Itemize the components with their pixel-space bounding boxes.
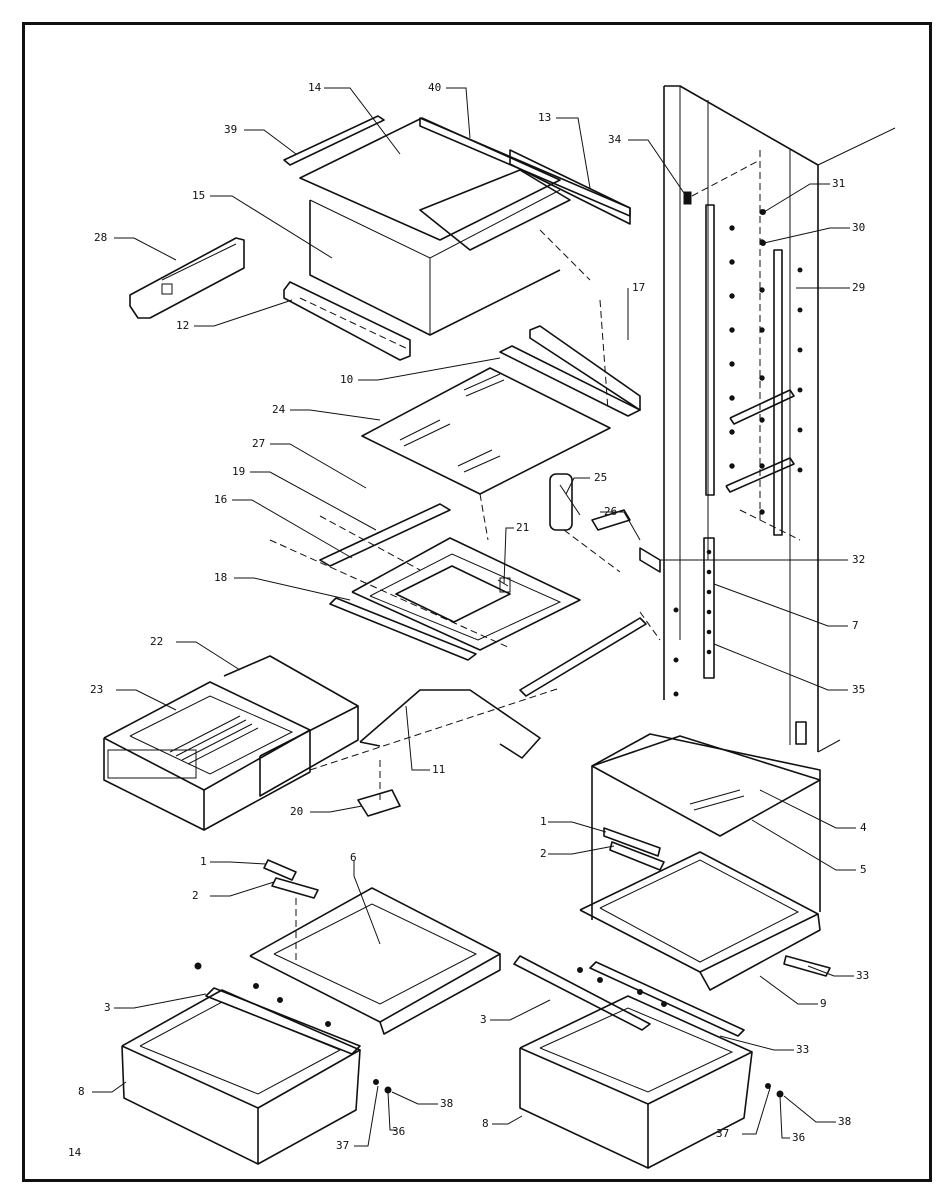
callout-8-left: 8 — [78, 1085, 85, 1098]
callout-11: 11 — [432, 763, 446, 776]
callout-39: 39 — [224, 123, 238, 136]
dairy-door — [129, 237, 245, 319]
right-crisper-drawer — [513, 955, 784, 1169]
callout-12: 12 — [176, 319, 190, 332]
callout-25: 25 — [594, 471, 608, 484]
callout-31: 31 — [832, 177, 846, 190]
callout-20: 20 — [290, 805, 304, 818]
callout-32: 32 — [852, 553, 866, 566]
page-number: 14 — [68, 1146, 82, 1159]
callout-3-left: 3 — [104, 1001, 111, 1014]
left-crisper-assembly — [121, 859, 501, 1165]
callout-3-right: 3 — [480, 1013, 487, 1026]
cabinet-side-wall — [663, 85, 896, 753]
control-housing — [549, 473, 661, 573]
callout-38-right: 38 — [838, 1115, 852, 1128]
callout-26: 26 — [604, 505, 618, 518]
leader-lines — [92, 87, 856, 1147]
callout-37-left: 37 — [336, 1139, 350, 1152]
callout-33-upper: 33 — [856, 969, 870, 982]
glass-shelf — [361, 299, 641, 541]
callout-18: 18 — [214, 571, 228, 584]
callout-33-lower: 33 — [796, 1043, 810, 1056]
callout-34: 34 — [608, 133, 622, 146]
callout-23: 23 — [90, 683, 104, 696]
callout-28: 28 — [94, 231, 108, 244]
callout-4: 4 — [860, 821, 867, 834]
callout-17: 17 — [632, 281, 646, 294]
callout-16: 16 — [214, 493, 228, 506]
callout-9: 9 — [820, 997, 827, 1010]
callout-19: 19 — [232, 465, 246, 478]
drawer-roller — [357, 789, 401, 817]
callout-14-upper: 14 — [308, 81, 322, 94]
callout-10: 10 — [340, 373, 354, 386]
right-pan-assembly — [579, 733, 831, 991]
callout-29: 29 — [852, 281, 866, 294]
callout-22: 22 — [150, 635, 164, 648]
callout-2-left: 2 — [192, 889, 199, 902]
diagram-frame — [22, 22, 932, 1182]
callout-40: 40 — [428, 81, 442, 94]
callout-37-right: 37 — [716, 1127, 730, 1140]
callout-7: 7 — [852, 619, 859, 632]
callout-21: 21 — [516, 521, 530, 534]
callout-36-right: 36 — [792, 1131, 806, 1144]
callout-35: 35 — [852, 683, 866, 696]
callout-2-right: 2 — [540, 847, 547, 860]
callout-8-right: 8 — [482, 1117, 489, 1130]
callout-15: 15 — [192, 189, 206, 202]
callout-13: 13 — [538, 111, 552, 124]
callout-36-left: 36 — [392, 1125, 406, 1138]
meat-drawer — [103, 655, 561, 831]
callout-24: 24 — [272, 403, 286, 416]
upper-pan-assembly — [283, 115, 631, 361]
callout-6: 6 — [350, 851, 357, 864]
callout-38-left: 38 — [440, 1097, 454, 1110]
callout-1-left: 1 — [200, 855, 207, 868]
crisper-cover-frame — [269, 503, 661, 697]
callout-5: 5 — [860, 863, 867, 876]
callout-30: 30 — [852, 221, 866, 234]
callout-1-right: 1 — [540, 815, 547, 828]
callout-27: 27 — [252, 437, 266, 450]
